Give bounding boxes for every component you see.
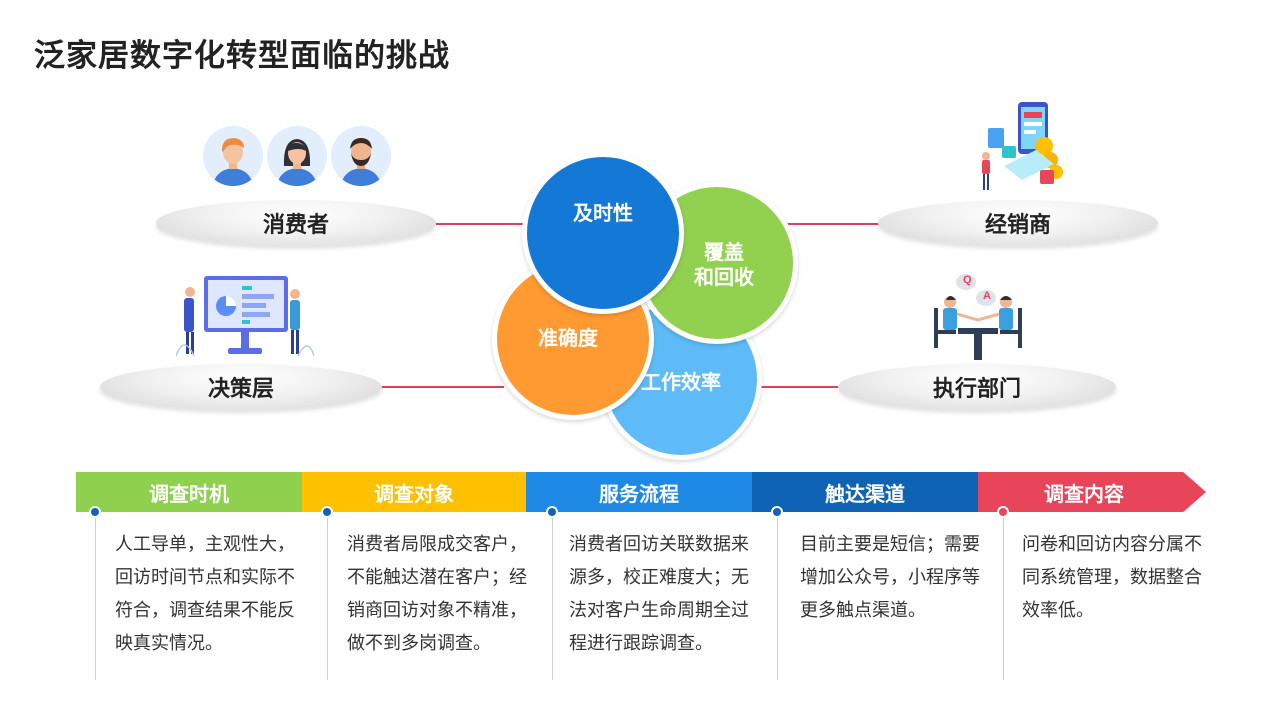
- page-title: 泛家居数字化转型面临的挑战: [34, 38, 450, 73]
- stakeholder-dealer: 经销商: [878, 200, 1158, 246]
- stakeholder-consumer: 消费者: [156, 200, 436, 246]
- timeline-line-2: [327, 512, 328, 680]
- connector-dealer: [770, 223, 880, 225]
- center-coverage-label: 覆盖 和回收: [694, 241, 754, 291]
- timeline-line-5: [1003, 512, 1004, 680]
- stakeholder-decision: 决策层: [100, 364, 382, 410]
- header-channel: 触达渠道: [752, 472, 978, 512]
- consumer-avatar-bearded: [331, 126, 391, 186]
- center-timeliness-label: 及时性: [573, 202, 633, 225]
- center-efficiency-label: 工作效率: [641, 371, 721, 394]
- male-user-icon: [213, 138, 253, 186]
- consumer-avatar-male: [203, 126, 263, 186]
- column-timing-text: 人工导单，主观性大，回访时间节点和实际不符合，调查结果不能反映真实情况。: [115, 534, 295, 653]
- timeline-line-3: [552, 512, 553, 680]
- header-process: 服务流程: [526, 472, 752, 512]
- column-channel-text: 目前主要是短信；需要增加公众号，小程序等更多触点渠道。: [800, 534, 980, 620]
- column-process-text: 消费者回访关联数据来源多，校正难度大；无法对客户生命周期全过程进行跟踪调查。: [569, 534, 749, 653]
- column-content-text: 问卷和回访内容分属不同系统管理，数据整合效率低。: [1022, 534, 1202, 620]
- center-coverage: 覆盖 和回收: [636, 182, 798, 344]
- connector-execution: [748, 386, 840, 388]
- timeline-dot-3: [546, 506, 558, 518]
- female-user-icon: [277, 139, 317, 186]
- presentation-board-icon: [176, 276, 314, 357]
- header-target: 调查对象: [302, 472, 526, 512]
- timeline-line-1: [95, 512, 96, 680]
- connector-decision: [380, 386, 504, 388]
- timeline-dot-2: [321, 506, 333, 518]
- timeline-dot-1: [89, 506, 101, 518]
- header-timing-label: 调查时机: [149, 483, 229, 506]
- chat-bubble-q: Q: [963, 274, 972, 286]
- consumer-avatar-female: [267, 126, 327, 186]
- connector-consumer: [436, 223, 532, 225]
- meeting-icon: [934, 274, 1022, 360]
- column-target-text: 消费者局限成交客户，不能触达潜在客户；经销商回访对象不精准，做不到多岗调查。: [347, 534, 527, 653]
- center-coverage-line1: 覆盖: [704, 242, 744, 264]
- timeline-line-4: [777, 512, 778, 680]
- stakeholder-execution: 执行部门: [838, 364, 1116, 410]
- header-content: 调查内容: [978, 472, 1206, 512]
- header-process-label: 服务流程: [599, 483, 679, 506]
- header-content-label: 调查内容: [1044, 483, 1124, 506]
- header-channel-label: 触达渠道: [825, 483, 905, 506]
- header-target-label: 调查对象: [374, 483, 454, 506]
- center-coverage-line2: 和回收: [694, 267, 754, 289]
- header-timing: 调查时机: [76, 472, 302, 512]
- timeline-dot-4: [771, 506, 783, 518]
- chat-bubble-a: A: [983, 290, 991, 302]
- center-accuracy-label: 准确度: [538, 327, 598, 350]
- mobile-shopping-icon: [982, 102, 1063, 190]
- center-timeliness: 及时性: [522, 152, 684, 314]
- bearded-user-icon: [341, 138, 381, 186]
- timeline-dot-5: [997, 506, 1009, 518]
